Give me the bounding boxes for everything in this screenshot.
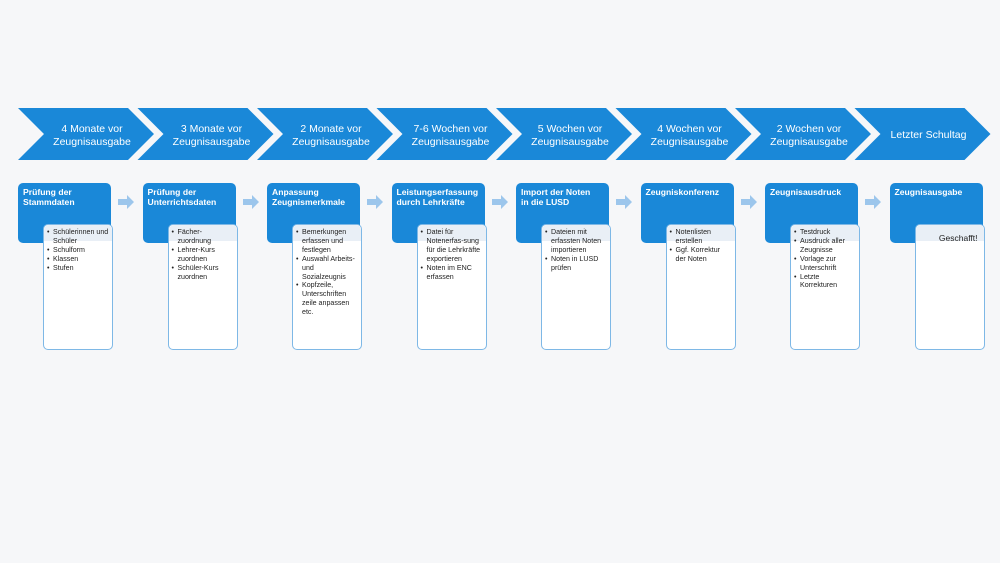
timeline-label: Zeugnisausgabe xyxy=(651,136,729,148)
timeline-label: Zeugnisausgabe xyxy=(412,136,490,148)
chevron-shape xyxy=(18,108,154,160)
connector-arrow-icon xyxy=(242,195,259,209)
chevron-shape xyxy=(257,108,393,160)
step-item: Kopfzeile, Unterschriften zeile anpassen… xyxy=(296,281,358,317)
step-item: Stufen xyxy=(47,264,109,273)
timeline-label: Zeugnisausgabe xyxy=(173,136,251,148)
connector-arrow-icon xyxy=(616,195,632,209)
timeline-label: Letzter Schultag xyxy=(891,129,967,141)
chevron-shape xyxy=(735,108,871,160)
step-item: Vorlage zur Unterschrift xyxy=(794,255,856,273)
step-item: Ggf. Korrektur der Noten xyxy=(670,246,732,264)
step-item: Letzte Korrekturen xyxy=(794,273,856,291)
step-item-list: Schülerinnen und SchülerSchulformKlassen… xyxy=(47,228,109,273)
chevron-shape xyxy=(854,108,991,160)
timeline-label: 2 Monate vor xyxy=(300,123,362,135)
connector-arrow-icon xyxy=(740,195,757,209)
chevron-shape xyxy=(376,108,513,160)
step-item-list: Notenlisten erstellenGgf. Korrektur der … xyxy=(670,228,732,264)
step-item-list: Bemerkungen erfassen und festlegenAuswah… xyxy=(296,228,358,317)
step-item: Schulform xyxy=(47,246,109,255)
timeline-label: 2 Wochen vor xyxy=(777,123,842,135)
connector-arrow-icon xyxy=(865,195,881,209)
connector-arrow-icon xyxy=(491,195,508,209)
step-item: Klassen xyxy=(47,255,109,264)
step-item: Noten im ENC erfassen xyxy=(421,264,483,282)
timeline-label: 5 Wochen vor xyxy=(538,123,603,135)
done-text: Geschafft! xyxy=(938,233,978,243)
step-item: Dateien mit erfassten Noten importieren xyxy=(545,228,607,255)
timeline-label: Zeugnisausgabe xyxy=(53,136,131,148)
chevron-shape xyxy=(137,108,274,160)
step-item-list: TestdruckAusdruck aller ZeugnisseVorlage… xyxy=(794,228,856,290)
step-item: Fächer-zuordnung xyxy=(172,228,234,246)
timeline-label: Zeugnisausgabe xyxy=(292,136,370,148)
step-item: Schülerinnen und Schüler xyxy=(47,228,109,246)
step-details: Bemerkungen erfassen und festlegenAuswah… xyxy=(292,224,362,350)
step-details: Geschafft! xyxy=(914,224,985,350)
timeline-label: 4 Wochen vor xyxy=(657,123,722,135)
step-item: Ausdruck aller Zeugnisse xyxy=(794,237,856,255)
timeline-label: 3 Monate vor xyxy=(181,123,243,135)
step-details: Fächer-zuordnungLehrer-Kurs zuordnenSchü… xyxy=(167,224,238,350)
step-item: Lehrer-Kurs zuordnen xyxy=(172,246,234,264)
timeline-chevron-8: Letzter Schultag xyxy=(854,108,991,160)
step-details: Datei für Notenerfas-sung für die Lehrkr… xyxy=(416,224,487,350)
step-details: Notenlisten erstellenGgf. Korrektur der … xyxy=(665,224,736,350)
step-details: Schülerinnen und SchülerSchulformKlassen… xyxy=(43,224,113,350)
connector-arrow-icon xyxy=(367,195,383,209)
step-item-list: Fächer-zuordnungLehrer-Kurs zuordnenSchü… xyxy=(172,228,234,281)
step-details: TestdruckAusdruck aller ZeugnisseVorlage… xyxy=(790,224,860,350)
timeline-label: Zeugnisausgabe xyxy=(531,136,609,148)
step-item: Datei für Notenerfas-sung für die Lehrkr… xyxy=(421,228,483,264)
step-details: Dateien mit erfassten Noten importierenN… xyxy=(541,224,611,350)
chevron-shape xyxy=(496,108,632,160)
step-item: Notenlisten erstellen xyxy=(670,228,732,246)
step-item: Noten in LUSD prüfen xyxy=(545,255,607,273)
step-item-list: Dateien mit erfassten Noten importierenN… xyxy=(545,228,607,273)
timeline-label: 4 Monate vor xyxy=(61,123,123,135)
timeline-label: 7-6 Wochen vor xyxy=(414,123,488,135)
timeline-label: Zeugnisausgabe xyxy=(770,136,848,148)
step-item: Bemerkungen erfassen und festlegen xyxy=(296,228,358,255)
chevron-shape xyxy=(615,108,752,160)
step-item-list: Datei für Notenerfas-sung für die Lehrkr… xyxy=(421,228,483,281)
connector-arrow-icon xyxy=(118,195,134,209)
step-item: Auswahl Arbeits- und Sozialzeugnis xyxy=(296,255,358,282)
step-item: Schüler-Kurs zuordnen xyxy=(172,264,234,282)
step-item: Testdruck xyxy=(794,228,856,237)
